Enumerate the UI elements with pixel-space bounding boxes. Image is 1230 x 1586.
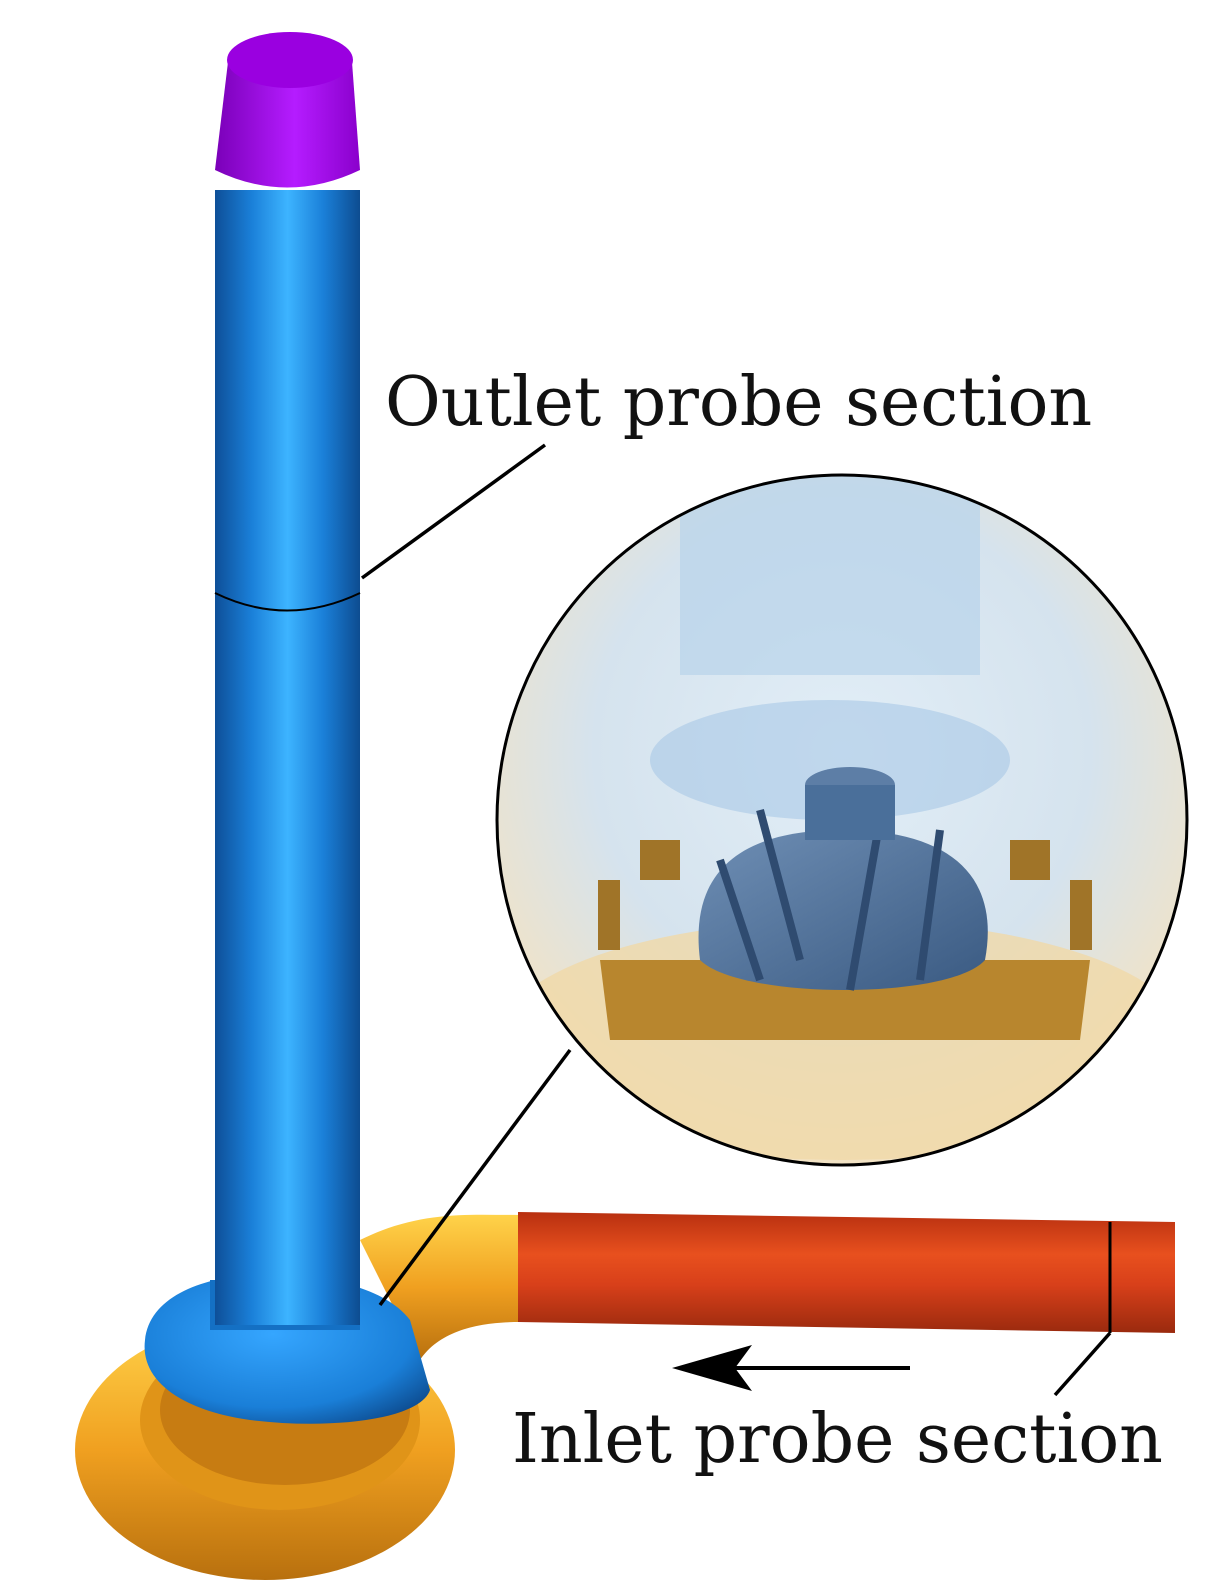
inlet-probe-label: Inlet probe section	[512, 1400, 1163, 1479]
guide-vanes	[598, 840, 1092, 1040]
flow-arrow-icon	[672, 1345, 910, 1391]
outlet-probe-label: Outlet probe section	[385, 363, 1092, 442]
impeller	[698, 767, 988, 991]
inlet-pipe	[518, 1212, 1175, 1333]
zoom-inset	[495, 473, 1189, 1167]
outlet-pipe	[214, 190, 361, 1325]
outlet-cap	[215, 32, 360, 188]
annotation-lines	[360, 443, 1112, 1397]
